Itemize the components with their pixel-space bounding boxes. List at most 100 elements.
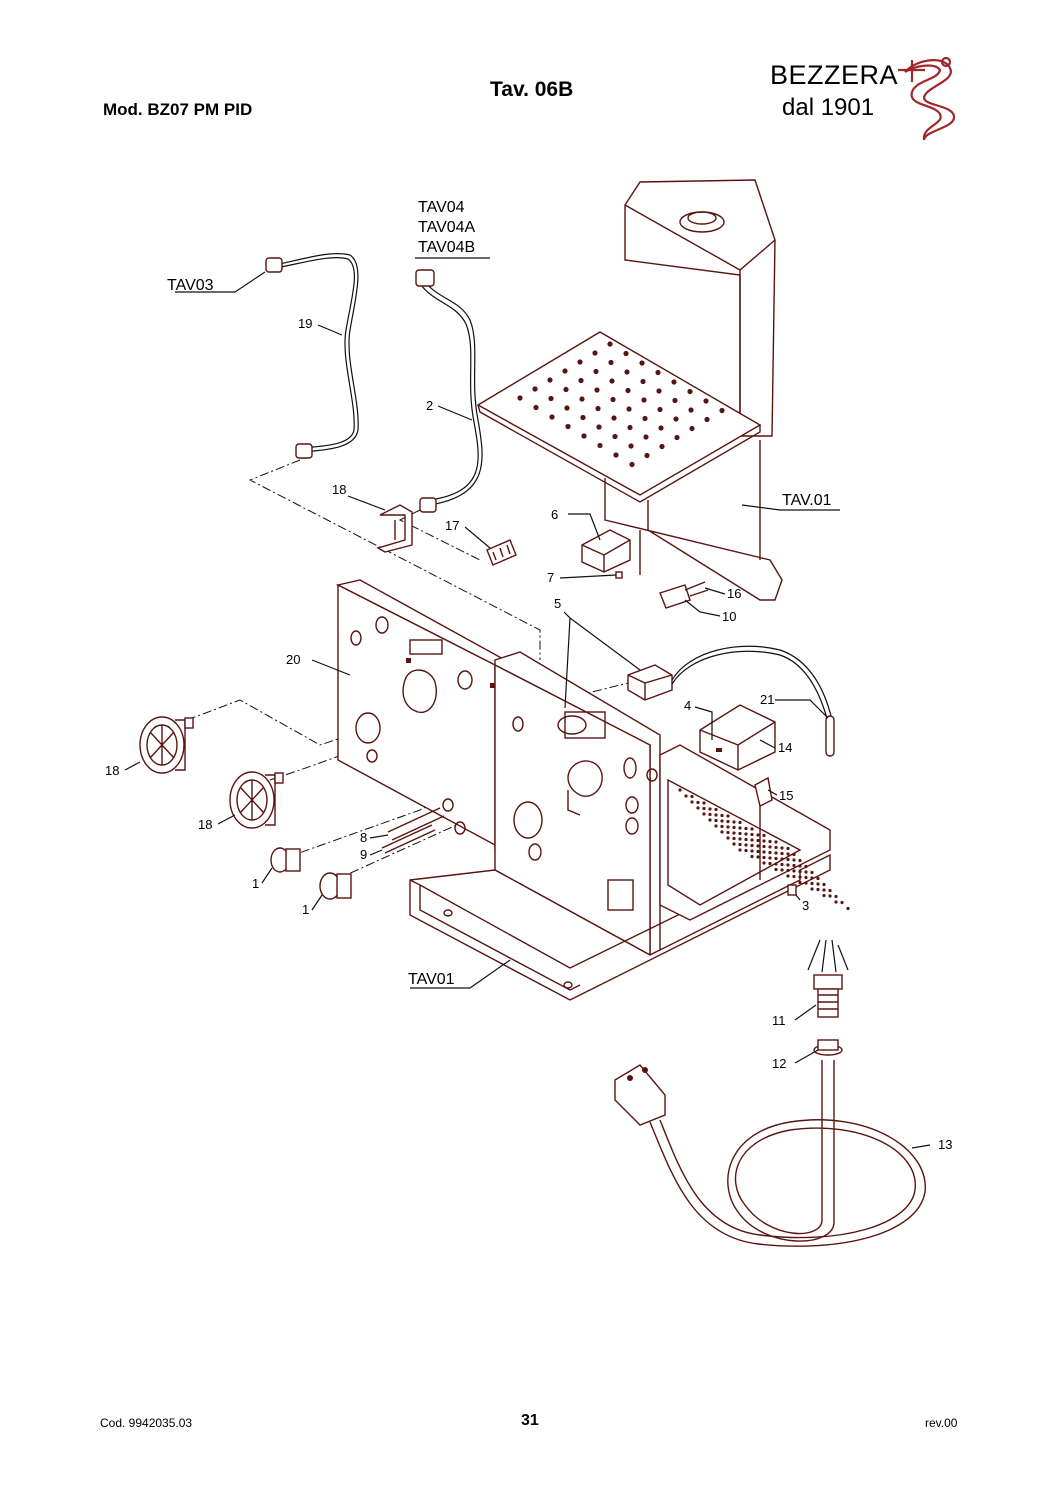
gauge-bracket bbox=[376, 504, 413, 553]
perforation-hole bbox=[627, 424, 633, 431]
perforation-hole bbox=[738, 820, 742, 825]
perforation-hole bbox=[786, 857, 790, 862]
perforation-hole bbox=[639, 360, 645, 366]
perforation-hole bbox=[750, 854, 754, 859]
perforation-hole bbox=[658, 425, 664, 431]
perforation-hole bbox=[810, 887, 814, 891]
perforation-hole bbox=[623, 350, 629, 357]
perforation-hole bbox=[708, 807, 712, 811]
perforation-hole bbox=[732, 820, 736, 824]
perforated-cover-plate bbox=[476, 331, 762, 503]
perforation-hole bbox=[720, 824, 724, 829]
gauge-tube-19 bbox=[265, 253, 359, 459]
pid-bracket bbox=[754, 776, 773, 808]
perforation-hole bbox=[625, 387, 631, 394]
perforation-hole bbox=[732, 831, 736, 835]
perforation-hole bbox=[840, 900, 844, 905]
perforation-hole bbox=[702, 812, 706, 816]
perforation-hole bbox=[671, 379, 677, 385]
perforation-hole bbox=[533, 404, 539, 411]
perforation-hole bbox=[678, 788, 682, 792]
perforation-hole bbox=[834, 894, 838, 899]
brand-name: BEZZERA bbox=[770, 60, 899, 90]
perforation-hole bbox=[672, 397, 678, 404]
perforation-hole bbox=[756, 838, 760, 843]
perforation-hole bbox=[768, 850, 772, 855]
perforation-hole bbox=[628, 443, 634, 449]
gauge-18-right bbox=[229, 771, 284, 829]
perforation-hole bbox=[738, 837, 742, 841]
perforation-hole bbox=[804, 881, 808, 885]
ref-tav01-lower: TAV01 bbox=[408, 971, 455, 988]
ref-tav01-upper: TAV.01 bbox=[782, 492, 832, 509]
callout-2: 2 bbox=[426, 398, 433, 413]
perforation-hole bbox=[792, 874, 796, 879]
perforation-hole bbox=[780, 868, 784, 872]
perforation-hole bbox=[846, 906, 850, 911]
perforation-hole bbox=[810, 881, 814, 886]
perforation-hole bbox=[644, 452, 650, 459]
callout-1-right: 1 bbox=[302, 902, 309, 917]
perforation-hole bbox=[822, 888, 826, 892]
callout-8: 8 bbox=[360, 830, 367, 845]
perforation-hole bbox=[780, 857, 784, 861]
perforation-hole bbox=[834, 900, 838, 904]
screw-3 bbox=[787, 884, 797, 896]
perforation-hole bbox=[703, 398, 709, 404]
connector-5 bbox=[627, 664, 673, 701]
power-cord bbox=[614, 1060, 926, 1247]
perforation-hole bbox=[690, 800, 694, 804]
perforation-hole bbox=[774, 862, 778, 866]
perforation-hole bbox=[762, 861, 766, 865]
perforation-hole bbox=[750, 838, 754, 842]
switch-button-1a bbox=[270, 847, 301, 873]
callout-21: 21 bbox=[760, 692, 774, 707]
perforation-hole bbox=[581, 433, 587, 439]
perforation-hole bbox=[595, 405, 601, 412]
callout-17: 17 bbox=[445, 518, 459, 533]
bezzera-logo-icon bbox=[898, 56, 956, 141]
callout-3: 3 bbox=[802, 898, 809, 913]
perforation-hole bbox=[786, 852, 790, 856]
perforation-hole bbox=[786, 874, 790, 878]
ref-tav03: TAV03 bbox=[167, 277, 214, 294]
perforation-hole bbox=[720, 830, 724, 834]
perforation-hole bbox=[744, 837, 748, 842]
relay bbox=[581, 529, 631, 573]
brand-since: dal 1901 bbox=[782, 94, 875, 121]
perforation-hole bbox=[786, 846, 790, 851]
model-name: Mod. BZ07 PM PID bbox=[103, 100, 253, 119]
perforation-hole bbox=[726, 814, 730, 818]
perforation-hole bbox=[564, 405, 570, 411]
perforation-hole bbox=[750, 843, 754, 848]
perforation-hole bbox=[756, 855, 760, 859]
callout-11: 11 bbox=[772, 1013, 786, 1028]
perforation-hole bbox=[611, 415, 617, 421]
perforation-hole bbox=[774, 867, 778, 872]
perforation-hole bbox=[744, 832, 748, 836]
perforation-hole bbox=[657, 406, 663, 413]
perforation-hole bbox=[738, 831, 742, 836]
callout-16: 16 bbox=[727, 586, 741, 601]
perforation-hole bbox=[804, 875, 808, 880]
perforation-hole bbox=[732, 842, 736, 846]
perforation-hole bbox=[696, 806, 700, 810]
perforation-hole bbox=[565, 423, 571, 430]
perforation-hole bbox=[696, 800, 700, 805]
callout-14: 14 bbox=[778, 740, 792, 755]
perforation-hole bbox=[774, 845, 778, 850]
perforation-hole bbox=[562, 368, 568, 374]
perforation-hole bbox=[798, 869, 802, 874]
fuse bbox=[615, 571, 623, 579]
perforation-hole bbox=[610, 396, 616, 403]
perforation-hole bbox=[659, 443, 665, 450]
perforation-hole bbox=[655, 369, 661, 376]
perforation-hole bbox=[792, 863, 796, 868]
callout-19: 19 bbox=[298, 316, 312, 331]
perforation-hole bbox=[720, 813, 724, 818]
perforation-hole bbox=[689, 425, 695, 432]
perforation-hole bbox=[762, 855, 766, 860]
perforation-hole bbox=[708, 818, 712, 822]
perforation-hole bbox=[578, 377, 584, 384]
perforation-hole bbox=[756, 849, 760, 854]
